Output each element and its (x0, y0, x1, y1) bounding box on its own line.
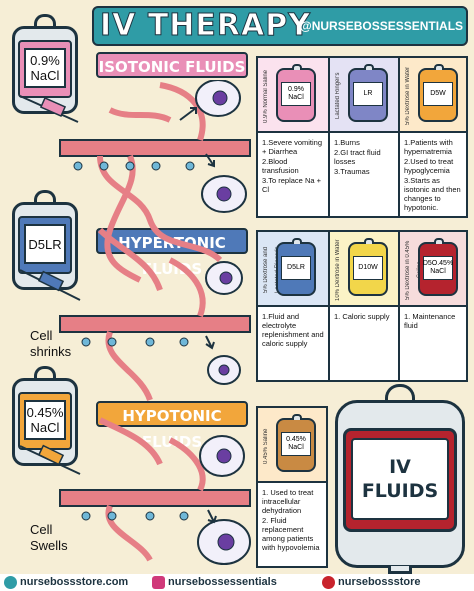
footer-website[interactable]: nursebossstore.com (20, 576, 129, 588)
list-item: 2.GI tract fluid losses (334, 148, 381, 166)
iv-bag-spout (388, 566, 412, 574)
needle-icon (19, 95, 79, 123)
column-list: 1. Used to treat intracellular dehydrati… (262, 488, 323, 553)
mini-bag: LR (348, 64, 388, 122)
list-item: 1.Burns (334, 138, 360, 147)
list-item: 1.Severe vomiting + Diarrhea (262, 138, 323, 156)
mini-bag-label: 0.9% NaCl (281, 82, 311, 106)
mini-bag: 0.45% NaCl (276, 414, 316, 472)
column-vlabel: 0.9% Normal Saline (263, 69, 269, 123)
table-column: 5% Dextrose and Lactated Ringer's D5LR 1… (258, 232, 330, 380)
list-item: 1.Patients with hypernatremia (404, 138, 453, 156)
list-item: 2.Blood transfusion (262, 157, 299, 175)
table-column: Lactated Ringer's LR 1.Burns 2.GI tract … (330, 58, 400, 216)
cell-icon (205, 261, 243, 385)
column-list: 1. Maintenance fluid (404, 312, 463, 331)
mini-bag: D5LR (276, 238, 316, 296)
blood-vessel-illustration (59, 82, 251, 283)
mini-bag-label: D10W (353, 256, 383, 280)
table-column: 0.45% Saline 0.45% NaCl 1. Used to treat… (258, 408, 326, 566)
bag-cap (34, 366, 56, 380)
list-item: 3.To replace Na + Cl (262, 176, 321, 194)
blood-vessel-illustration (59, 417, 251, 562)
column-vlabel: 10% Dextrose in Water (335, 239, 341, 301)
column-list: 1.Patients with hypernatremia 2.Used to … (404, 138, 463, 213)
isotonic-header: ISOTONIC FLUIDS (96, 52, 248, 78)
list-item: 2. Fluid replacement among patients with… (262, 516, 320, 552)
arrow-icon (179, 107, 215, 168)
hypotonic-header: HYPOTONIC FLUIDS (96, 401, 248, 451)
mini-bag-label: LR (353, 82, 383, 106)
caption-cell-swells: Cell Swells (30, 522, 68, 553)
column-vlabel: 0.45% Saline (263, 428, 269, 464)
table-column: 10% Dextrose in Water D10W 1. Caloric su… (330, 232, 400, 380)
table-column: 5% Dextrose in Water D5W 1.Patients with… (400, 58, 466, 216)
column-list: 1. Caloric supply (334, 312, 395, 322)
bag-label-hypertonic: D5LR (24, 224, 66, 264)
arrow-icon (205, 335, 215, 350)
mini-bag: D5O.45% NaCl (418, 238, 458, 296)
column-list: 1.Severe vomiting + Diarrhea 2.Blood tra… (262, 138, 325, 195)
bag-label-isotonic: 0.9% NaCl (24, 48, 66, 88)
title-banner (92, 6, 468, 46)
needle-icon (19, 269, 81, 301)
water-drops (73, 161, 195, 171)
mini-bag: D5W (418, 64, 458, 122)
footer-pinterest[interactable]: nursebossstore (338, 576, 421, 588)
mini-bag: 0.9% NaCl (276, 64, 316, 122)
column-vlabel: Lactated Ringer's (335, 72, 341, 120)
caption-cell-shrinks: Cell shrinks (30, 328, 72, 359)
page-title: IV THERAPY (100, 8, 311, 44)
mini-bag: D10W (348, 238, 388, 296)
cell-icon (195, 80, 247, 213)
iv-bag-hook (385, 384, 415, 404)
needle-icon (19, 444, 81, 475)
footer-instagram[interactable]: nursebossessentials (168, 576, 277, 588)
illustration-layer (19, 80, 251, 565)
instagram-icon (152, 576, 165, 589)
table-column: 0.9% Normal Saline 0.9% NaCl 1.Severe vo… (258, 58, 330, 216)
water-drops (81, 337, 189, 347)
cell-icon (197, 435, 251, 565)
bag-label-hypotonic: 0.45% NaCl (24, 400, 66, 440)
column-list: 1.Fluid and electrolyte replenishment an… (262, 312, 325, 349)
list-item: 3.Traumas (334, 167, 370, 176)
column-vlabel: 5% Dextrose and Lactated Ringer's (263, 246, 281, 294)
water-drops (81, 511, 189, 521)
iv-fluids-label: IV FLUIDS (351, 438, 449, 520)
list-item: 1. Maintenance fluid (404, 312, 456, 330)
table-column: 5% Dextrose in 0.45% Saline D5O.45% NaCl… (400, 232, 466, 380)
bag-cap (34, 14, 56, 28)
globe-icon (4, 576, 17, 589)
hypertonic-table: 5% Dextrose and Lactated Ringer's D5LR 1… (256, 230, 468, 382)
list-item: 1. Used to treat intracellular dehydrati… (262, 488, 314, 515)
footer (0, 574, 474, 591)
list-item: 1.Fluid and electrolyte replenishment an… (262, 312, 324, 348)
mini-bag-label: D5W (423, 82, 453, 106)
list-item: 1. Caloric supply (334, 312, 390, 321)
mini-bag-label: D5O.45% NaCl (423, 256, 453, 280)
column-vlabel: 5% Dextrose in 0.45% Saline (405, 240, 423, 300)
pinterest-icon (322, 576, 335, 589)
list-item: 3.Starts as isotonic and then changes to… (404, 176, 461, 212)
list-item: 2.Used to treat hypoglycemia (404, 157, 454, 175)
arrow-icon (207, 509, 217, 524)
mini-bag-label: 0.45% NaCl (281, 432, 311, 456)
column-list: 1.Burns 2.GI tract fluid losses 3.Trauma… (334, 138, 395, 177)
handle-text: @NURSEBOSSESSENTIALS (300, 19, 464, 33)
hypotonic-table: 0.45% Saline 0.45% NaCl 1. Used to treat… (256, 406, 328, 568)
column-vlabel: 5% Dextrose in Water (405, 66, 411, 126)
bag-cap (34, 190, 56, 204)
isotonic-table: 0.9% Normal Saline 0.9% NaCl 1.Severe vo… (256, 56, 468, 218)
mini-bag-label: D5LR (281, 256, 311, 280)
